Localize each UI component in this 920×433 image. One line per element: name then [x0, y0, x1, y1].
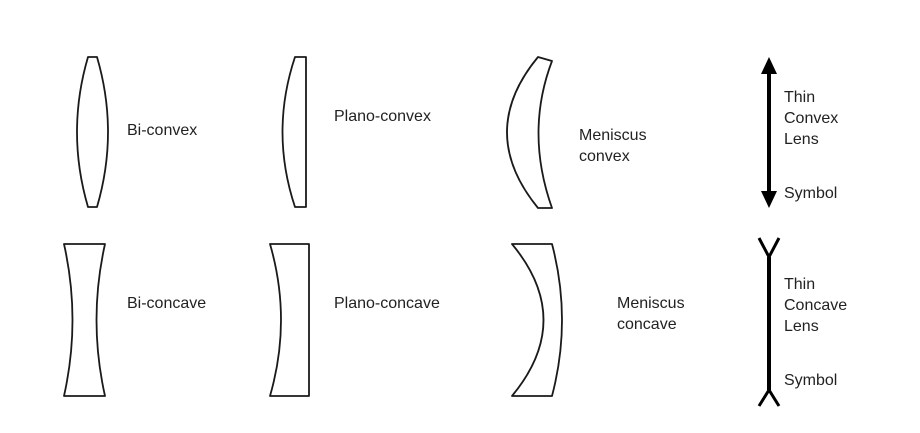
thin-concave-symbol-label: Symbol [784, 370, 837, 391]
meniscus-concave-label-line2: concave [617, 316, 677, 333]
meniscus-convex-label-line2: convex [579, 148, 630, 165]
biconcave-label-text: Bi-concave [127, 295, 207, 312]
thin-convex-label-line1: Thin [784, 89, 816, 106]
meniscus-convex-label: Meniscus convex [579, 125, 647, 167]
biconcave-lens-shape [63, 243, 106, 397]
thin-convex-label-line2: Convex [784, 110, 839, 127]
planoconvex-lens-shape [281, 56, 307, 208]
fork-top-icon [757, 237, 781, 261]
thin-concave-label-line2: Concave [784, 297, 848, 314]
meniscus-convex-label-line1: Meniscus [579, 127, 647, 144]
planoconvex-label: Plano-convex [334, 106, 431, 127]
meniscus-concave-label-line1: Meniscus [617, 295, 685, 312]
planoconvex-label-text: Plano-convex [334, 108, 431, 125]
thin-concave-label-line1: Thin [784, 276, 816, 293]
planoconcave-label-text: Plano-concave [334, 295, 440, 312]
thin-convex-symbol-label: Symbol [784, 183, 837, 204]
thin-concave-symbol-label-text: Symbol [784, 372, 838, 389]
fork-bottom-icon [757, 387, 781, 407]
biconvex-label: Bi-convex [127, 120, 197, 141]
thin-convex-symbol-label-text: Symbol [784, 185, 838, 202]
biconcave-label: Bi-concave [127, 293, 206, 314]
biconvex-lens-shape [76, 56, 109, 208]
arrowhead-down-icon [761, 191, 777, 208]
planoconcave-lens-shape [269, 243, 310, 397]
arrowhead-up-icon [761, 57, 777, 74]
thin-convex-label: Thin Convex Lens [784, 87, 838, 150]
meniscus-concave-lens-shape [511, 243, 563, 397]
thin-concave-label-line3: Lens [784, 318, 819, 335]
thin-concave-label: Thin Concave Lens [784, 274, 847, 337]
planoconcave-label: Plano-concave [334, 293, 440, 314]
thin-convex-label-line3: Lens [784, 131, 819, 148]
biconvex-label-text: Bi-convex [127, 122, 198, 139]
thin-concave-lens-symbol [757, 237, 781, 407]
meniscus-convex-lens-shape [506, 56, 553, 209]
meniscus-concave-label: Meniscus concave [617, 293, 685, 335]
thin-convex-lens-symbol [761, 57, 777, 208]
